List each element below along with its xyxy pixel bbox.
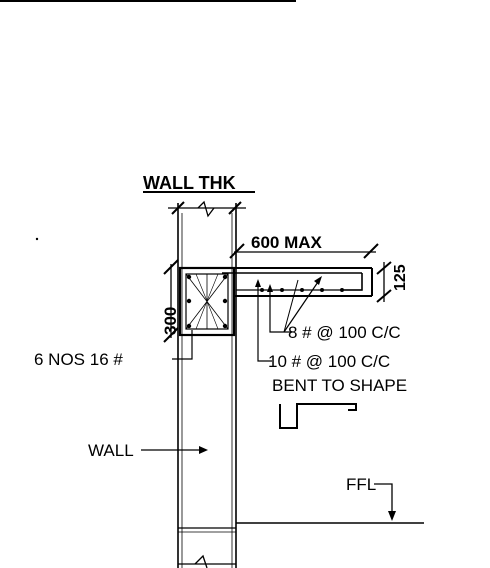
wall-label: WALL	[88, 441, 134, 460]
leader-8-bars	[267, 276, 322, 333]
cantilever-slab	[222, 267, 373, 297]
bent-bar-shape-icon	[279, 403, 357, 429]
ffl-leader	[374, 483, 393, 514]
slab-depth-label: 125	[392, 264, 409, 291]
beam-depth-label: 300	[161, 307, 180, 335]
bars-10-label: 10 # @ 100 C/C	[268, 352, 390, 371]
beam-section	[178, 266, 236, 337]
wall-thk-dimension	[168, 200, 246, 218]
wall-outline	[177, 203, 237, 568]
main-bars-leader	[172, 330, 193, 360]
wall-thk-label: WALL THK	[143, 173, 236, 193]
leader-10-bars	[255, 279, 272, 362]
max-width-dimension	[229, 243, 379, 259]
stray-mark	[35, 237, 39, 241]
max-width-label: 600 MAX	[251, 233, 323, 252]
bent-note: BENT TO SHAPE	[272, 376, 407, 395]
beam-depth-dimension	[163, 259, 179, 343]
main-bars-label: 6 NOS 16 #	[34, 350, 123, 369]
ffl-label: FFL	[346, 475, 376, 494]
bars-8-label: 8 # @ 100 C/C	[288, 323, 401, 342]
slab-depth-dimension	[376, 261, 392, 303]
